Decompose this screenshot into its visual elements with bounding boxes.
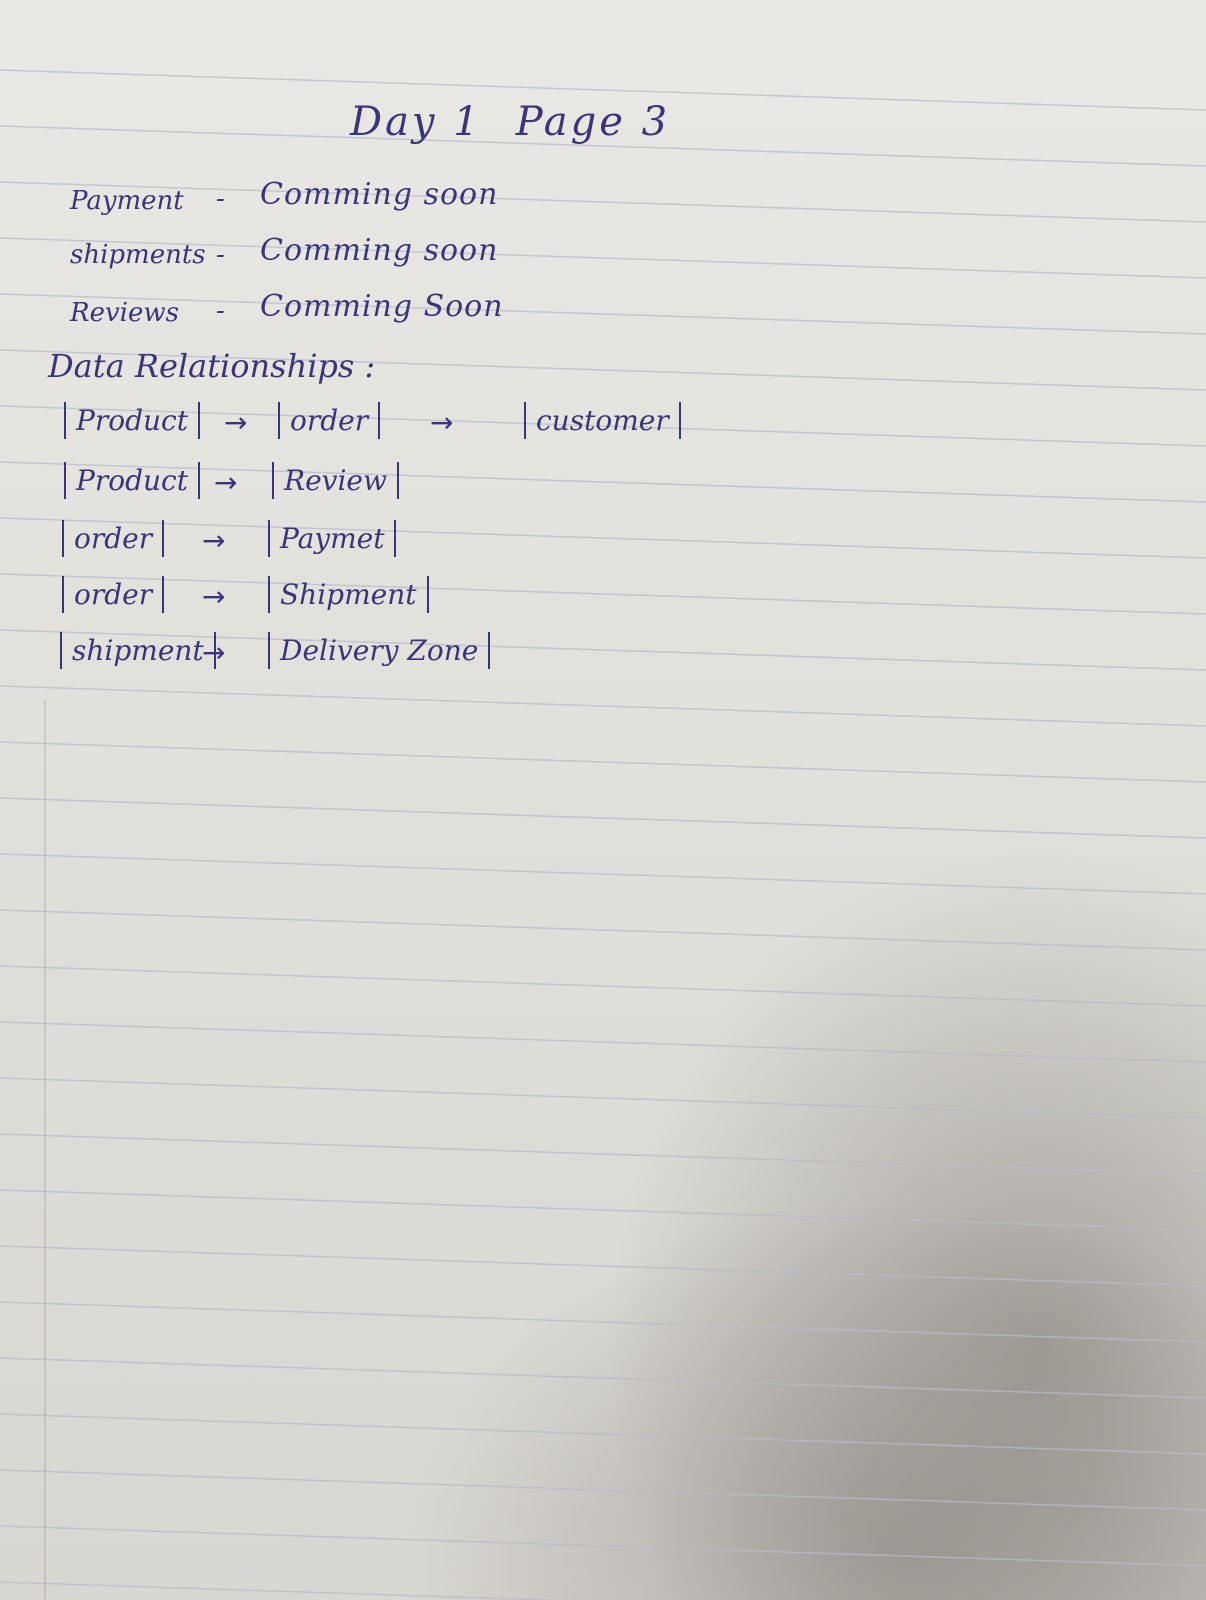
entity-box: Delivery Zone	[268, 632, 491, 669]
rule-line	[0, 741, 1206, 783]
rule-line	[0, 1077, 1206, 1119]
rule-line	[0, 573, 1206, 615]
rule-line	[0, 685, 1206, 727]
rule-line	[0, 1413, 1206, 1455]
entity-box: order	[278, 402, 381, 439]
relationship-row: Product → order → customer	[56, 402, 776, 452]
status-dash: -	[216, 184, 225, 214]
arrow-icon: →	[430, 406, 454, 439]
entity-box: Shipment	[268, 576, 429, 613]
rule-line	[0, 1021, 1206, 1063]
rule-line	[0, 1133, 1206, 1175]
arrow-icon: →	[202, 580, 226, 613]
rule-line	[0, 293, 1206, 335]
entity-box: Review	[272, 462, 399, 499]
arrow-icon: →	[202, 636, 226, 669]
rule-line	[0, 797, 1206, 839]
entity-box: order	[62, 576, 165, 613]
rule-line	[0, 349, 1206, 391]
entity-box: shipment	[60, 632, 216, 669]
rule-line	[0, 909, 1206, 951]
status-row-shipments: shipments - Comming soon	[70, 236, 570, 276]
rule-line	[0, 125, 1206, 167]
rule-line	[0, 1357, 1206, 1399]
relationship-row: Product → Review	[56, 462, 776, 512]
rule-line	[0, 237, 1206, 279]
page-heading: Day 1 Page 3	[350, 102, 670, 142]
status-dash: -	[216, 240, 225, 270]
rule-line	[0, 853, 1206, 895]
entity-box: customer	[524, 402, 681, 439]
status-label: Payment	[70, 186, 184, 216]
rule-line	[0, 517, 1206, 559]
relationship-row: order → Shipment	[56, 576, 776, 626]
status-value: Comming soon	[260, 233, 499, 268]
status-label: Reviews	[70, 298, 179, 328]
status-dash: -	[216, 296, 225, 326]
entity-box: Paymet	[268, 520, 397, 557]
rule-line	[0, 1245, 1206, 1287]
entity-box: Product	[64, 462, 200, 499]
rule-line	[0, 1525, 1206, 1567]
entity-box: Product	[64, 402, 200, 439]
rule-line	[0, 181, 1206, 223]
margin-line	[44, 700, 46, 1600]
page-number-label: Page 3	[515, 99, 671, 145]
relationship-row: order → Paymet	[56, 520, 776, 570]
rule-line	[0, 461, 1206, 503]
relationships-title: Data Relationships :	[48, 347, 376, 385]
relationship-row: shipment → Delivery Zone	[56, 632, 776, 682]
rule-line	[0, 69, 1206, 111]
rule-line	[0, 1189, 1206, 1231]
rule-line	[0, 405, 1206, 447]
day-label: Day 1	[350, 99, 482, 145]
rule-line	[0, 1469, 1206, 1511]
rule-line	[0, 1301, 1206, 1343]
rule-line	[0, 965, 1206, 1007]
arrow-icon: →	[214, 466, 238, 499]
entity-box: order	[62, 520, 165, 557]
rule-line	[0, 629, 1206, 671]
status-row-payment: Payment - Comming soon	[70, 180, 570, 220]
arrow-icon: →	[202, 524, 226, 557]
status-row-reviews: Reviews - Comming Soon	[70, 292, 570, 332]
status-label: shipments	[70, 240, 206, 270]
arrow-icon: →	[224, 406, 248, 439]
status-value: Comming soon	[260, 177, 499, 212]
status-value: Comming Soon	[260, 289, 504, 324]
rule-line	[0, 1581, 566, 1600]
